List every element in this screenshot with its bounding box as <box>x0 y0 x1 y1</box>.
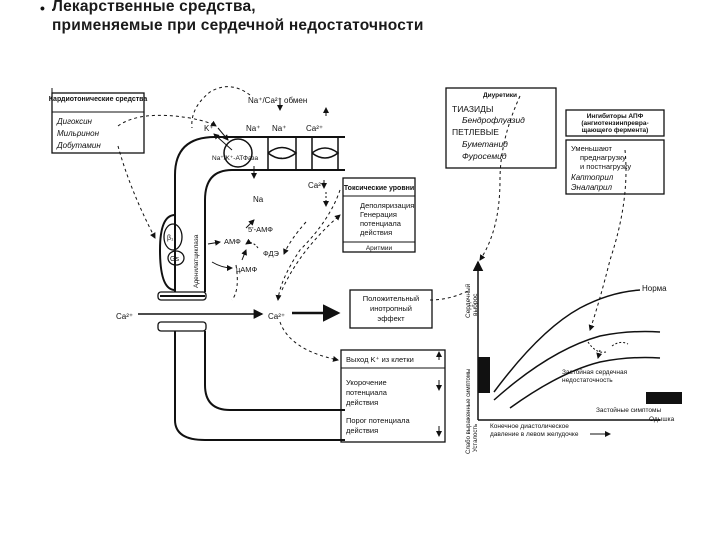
ace-effect-3: и постнагрузку <box>580 162 631 171</box>
diuretics-loop: ПЕТЛЕВЫЕ <box>452 127 499 137</box>
msg-pde: ФДЭ <box>263 249 280 258</box>
toxic-line-2: Генерация <box>360 210 397 219</box>
inotropic-line-2: инотропный <box>370 304 412 313</box>
receptor-beta1: β₁ <box>167 235 174 242</box>
diuretics-thiazides: ТИАЗИДЫ <box>452 104 493 114</box>
efflux-group2-3: действия <box>346 398 378 407</box>
ion-na-plus-2: Na⁺ <box>272 124 286 133</box>
drug-digoxin: Дигоксин <box>56 117 93 126</box>
graph-y-top-1: Сердечный <box>464 283 472 318</box>
ion-ca-plus-top: Ca²⁺ <box>306 124 323 133</box>
toxic-line-3: потенциала <box>360 219 402 228</box>
diuretics-furosemide: Фуросемид <box>462 151 507 161</box>
ion-k-plus: K⁺ <box>204 124 214 133</box>
graph-failure-label-2: недостаточность <box>562 377 613 384</box>
slide-title-line-2: применяемые при сердечной недостаточност… <box>52 17 424 34</box>
toxic-levels-box: Токсические уровни Деполяризация Генерац… <box>342 177 416 253</box>
graph-norm-label: Норма <box>642 284 667 293</box>
ace-header-2: (ангиотензинпревра- <box>581 120 648 127</box>
curve-norm <box>493 289 641 393</box>
ace-drug-captopril: Каптоприл <box>571 173 614 182</box>
graph-y-top-2: выброс <box>471 293 479 316</box>
efflux-group3-1: Порог потенциала <box>346 416 410 425</box>
cardiotonic-header: Кардиотонические средства <box>49 96 148 103</box>
ion-ca2-right: Ca²⁺ <box>268 312 285 321</box>
drug-milrinone: Мильринон <box>57 129 100 138</box>
curve-failure-lower <box>509 356 661 409</box>
ace-header-1: Ингибиторы АПФ <box>587 112 644 120</box>
ace-inhibitors-box: Ингибиторы АПФ (ангиотензинпревра- щающе… <box>565 109 665 195</box>
diuretics-bendroflu: Бендрофлуазид <box>462 115 525 125</box>
msg-amp: АМФ <box>224 237 241 246</box>
title-bullet: • <box>40 0 45 16</box>
ace-header-3: щающего фермента) <box>582 127 649 134</box>
graph-symptoms-right-1: Застойные симптомы <box>596 406 661 414</box>
inotropic-box: Положительный инотропный эффект <box>349 289 433 329</box>
k-efflux-box: Выход K⁺ из клетки Укорочение потенциала… <box>340 349 446 443</box>
toxic-line-4: действия <box>360 228 392 237</box>
diuretics-box: Диуретики ТИАЗИДЫ Бендрофлуазид ПЕТЛЕВЫЕ… <box>445 87 557 169</box>
efflux-group3-2: действия <box>346 426 378 435</box>
membrane-channels <box>223 137 340 170</box>
cardiotonic-box: Кардиотонические средства Дигоксин Мильр… <box>49 88 148 154</box>
na-k-atpase-label: Na⁺/K⁺-АТФаза <box>212 155 259 162</box>
curve-failure-upper <box>493 330 661 401</box>
toxic-line-1: Деполяризация <box>360 201 414 210</box>
drug-dobutamine: Добутамин <box>56 141 101 150</box>
cardiotonic-header-text: Кардиотонические средства <box>49 96 148 103</box>
ion-flow-arrows <box>213 98 329 207</box>
ion-ca-plus-mid: Ca²⁺ <box>308 181 325 190</box>
channel-minus-2: – <box>322 152 327 162</box>
receptor-gs: Gs <box>170 256 179 263</box>
diuretics-header: Диуретики <box>483 92 517 99</box>
toxic-header: Токсические уровни <box>344 185 414 192</box>
msg-camp: цАМФ <box>236 265 257 274</box>
graph-y-bottom-2: Усталость <box>473 424 479 452</box>
ion-na-plus-1: Na⁺ <box>246 124 260 133</box>
efflux-line-1: Выход K⁺ из клетки <box>346 355 414 364</box>
graph-symptoms-right-2: Одышка <box>649 416 675 423</box>
diuretics-bumetanide: Буметанид <box>462 139 508 149</box>
graph-x-label-2: давление в левом желудочке <box>490 431 579 438</box>
cardiac-output-graph: Сердечный выброс Слабо выраженные симпто… <box>464 260 682 454</box>
exchange-label: Na⁺/Ca²⁺ обмен <box>248 96 307 105</box>
graph-x-label-1: Конечное диастолическое <box>490 423 569 430</box>
dashed-pathways <box>117 86 627 362</box>
graph-failure-label-1: Застойная сердечная <box>562 368 628 376</box>
inotropic-line-3: эффект <box>377 314 405 323</box>
ace-drug-enalapril: Эналаприл <box>571 183 612 192</box>
efflux-group2-2: потенциала <box>346 388 388 397</box>
ion-na: Na <box>253 195 264 204</box>
messenger-arrows <box>207 219 259 271</box>
graph-y-bottom-1: Слабо выраженные симптомы <box>466 369 472 454</box>
adenylate-cyclase-label: Аденилатциклаза <box>193 234 200 288</box>
ion-ca2-left: Ca²⁺ <box>116 312 133 321</box>
msg-5amp: 5'-АМФ <box>248 225 273 234</box>
efflux-group2-1: Укорочение <box>346 378 387 387</box>
slide-title-line-1: Лекарственные средства, <box>52 0 256 15</box>
channel-minus-1: – <box>277 152 282 162</box>
ace-effect-2: преднагрузку <box>580 153 626 162</box>
ace-effect-1: Уменьшают <box>571 144 612 153</box>
toxic-footer: Аритмии <box>366 245 393 252</box>
inotropic-line-1: Положительный <box>363 294 419 303</box>
